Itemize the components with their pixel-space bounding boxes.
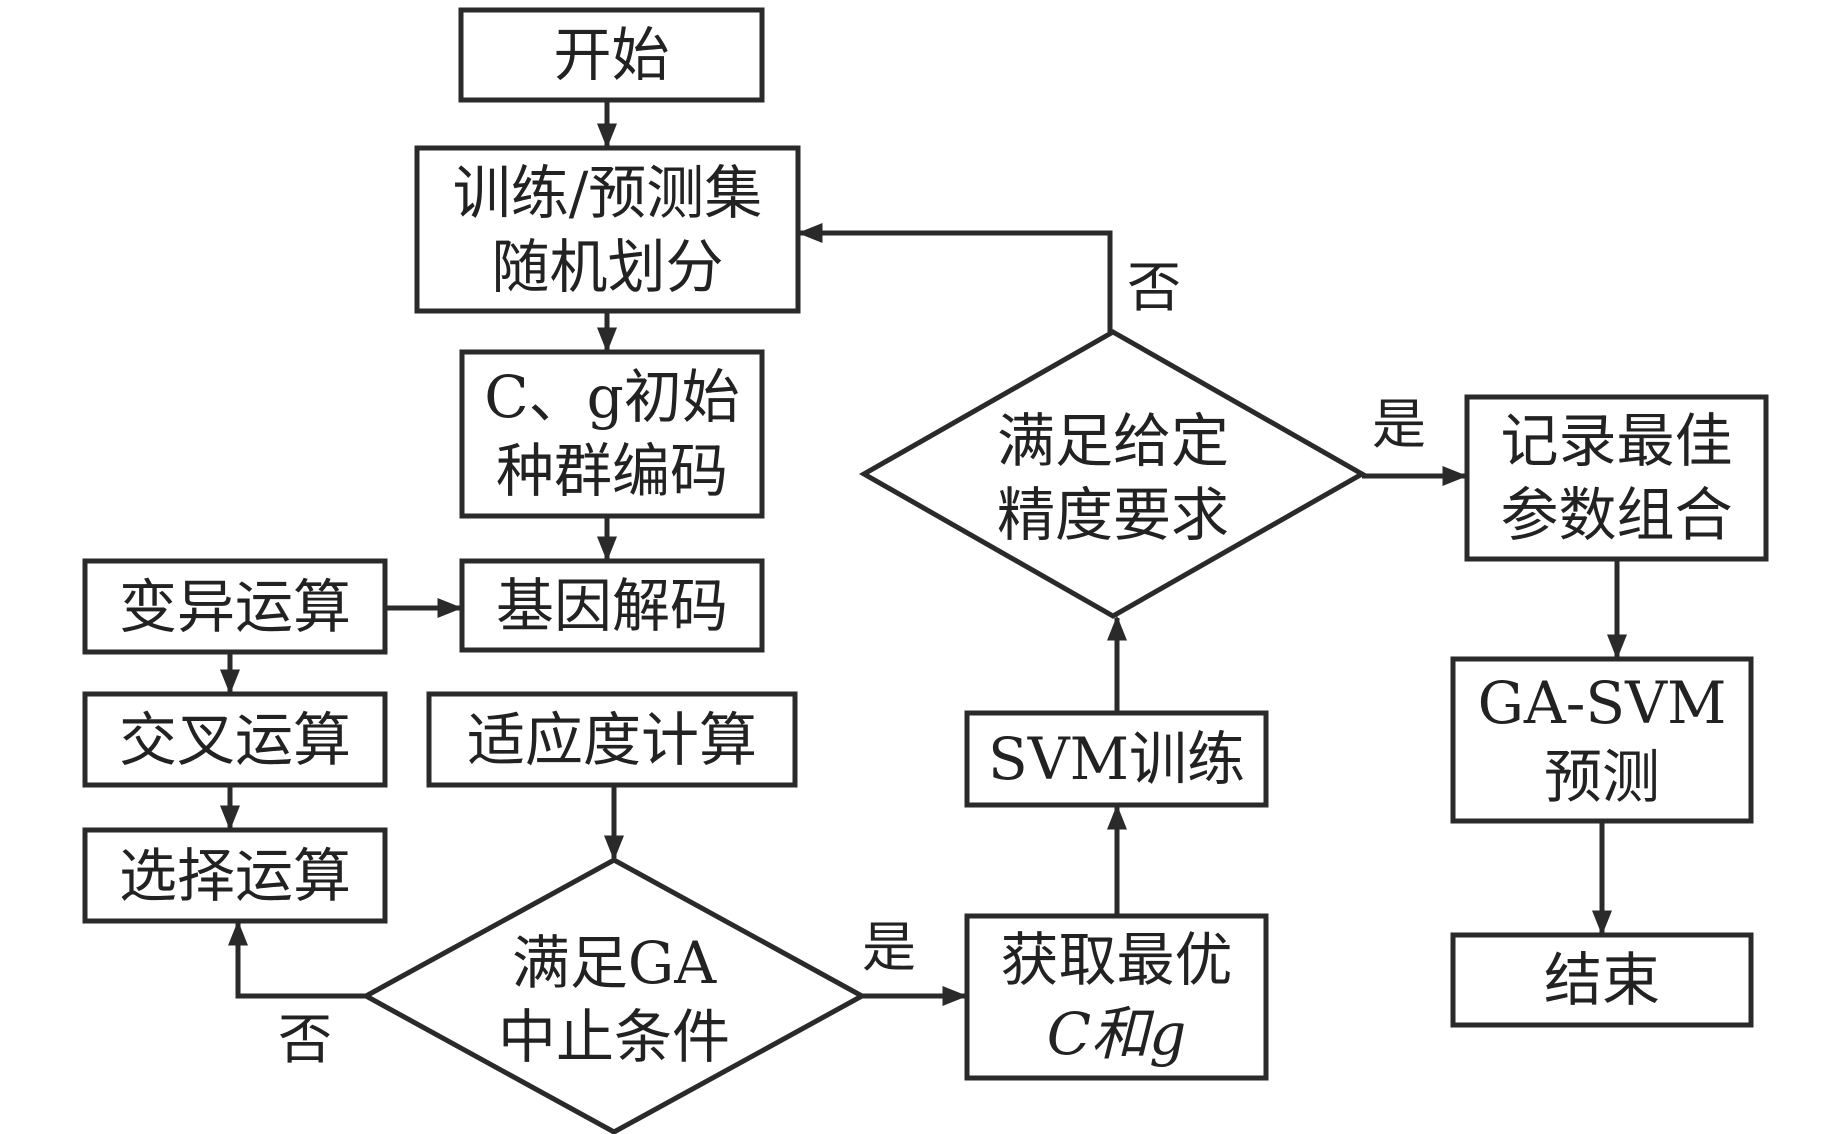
node-start-shape <box>458 7 765 103</box>
node-end-shape <box>1450 932 1754 1028</box>
node-best-cg-shape <box>964 913 1269 1081</box>
edge-label-accuracy-no: 否 <box>1127 256 1181 319</box>
node-ga-check-shape <box>360 857 868 1134</box>
arrow-ga-no-to-select <box>228 920 366 999</box>
edge-label-ga-yes: 是 <box>862 916 916 979</box>
node-fitness-shape <box>426 691 798 788</box>
node-accuracy-check-shape <box>858 329 1368 619</box>
node-record-shape <box>1464 394 1769 562</box>
arrow-accuracy-no-to-split <box>797 223 1113 332</box>
node-svm-train-shape <box>964 710 1269 808</box>
edge-label-accuracy-yes: 是 <box>1372 393 1426 456</box>
node-crossover-shape <box>82 691 388 788</box>
node-split-shape <box>414 145 801 314</box>
node-init-shape <box>459 349 765 519</box>
node-gasvm-predict-shape <box>1450 656 1754 824</box>
edge-label-ga-no: 否 <box>278 1008 332 1071</box>
node-decode-shape <box>459 558 765 653</box>
node-select-shape <box>82 827 388 924</box>
node-mutate-shape <box>82 558 388 655</box>
